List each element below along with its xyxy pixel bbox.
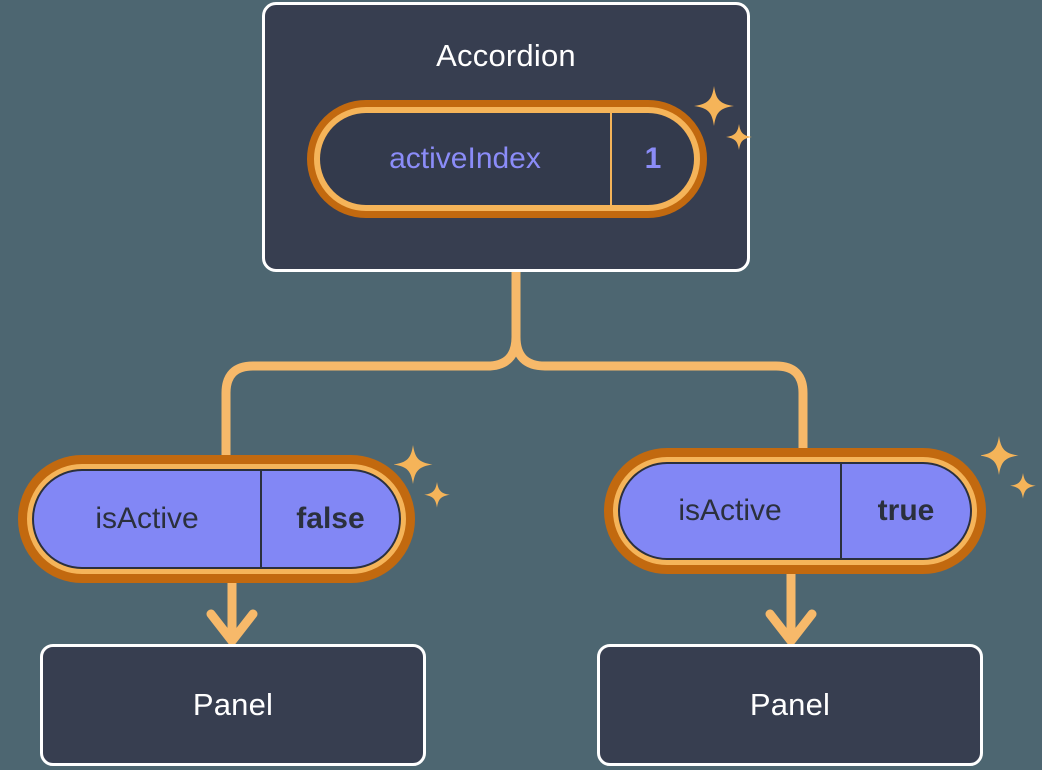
state-value-is-active-right: true bbox=[877, 494, 935, 527]
state-value-is-active-left: false bbox=[296, 502, 365, 535]
state-key-is-active-left: isActive bbox=[34, 471, 262, 567]
state-pill-frame: activeIndex 1 bbox=[307, 100, 707, 218]
sparkle-icon-right bbox=[981, 434, 1039, 500]
state-key-is-active-right: isActive bbox=[620, 464, 842, 558]
arrow-down-icon-left bbox=[206, 583, 258, 646]
state-pill-body: activeIndex 1 bbox=[320, 113, 694, 205]
state-pill-is-active-false[interactable]: isActive false bbox=[18, 455, 415, 583]
node-panel-left[interactable]: Panel bbox=[40, 644, 426, 766]
state-key-active-index: activeIndex bbox=[320, 113, 612, 205]
state-pill-frame-right: isActive true bbox=[604, 448, 986, 574]
accordion-title: Accordion bbox=[436, 38, 576, 73]
state-pill-is-active-true[interactable]: isActive true bbox=[604, 448, 986, 574]
arrow-down-icon-right bbox=[765, 574, 817, 646]
state-pill-active-index[interactable]: activeIndex 1 bbox=[307, 100, 707, 218]
node-panel-right[interactable]: Panel bbox=[597, 644, 983, 766]
state-value-active-index: 1 bbox=[644, 142, 662, 175]
edge-accordion-to-right bbox=[511, 332, 808, 453]
state-pill-body-left: isActive false bbox=[32, 469, 401, 569]
panel-left-title: Panel bbox=[192, 687, 274, 722]
state-pill-body-right: isActive true bbox=[618, 462, 972, 560]
panel-right-title: Panel bbox=[749, 687, 831, 722]
state-pill-frame-left: isActive false bbox=[18, 455, 415, 583]
edge-accordion-to-left bbox=[221, 332, 521, 460]
